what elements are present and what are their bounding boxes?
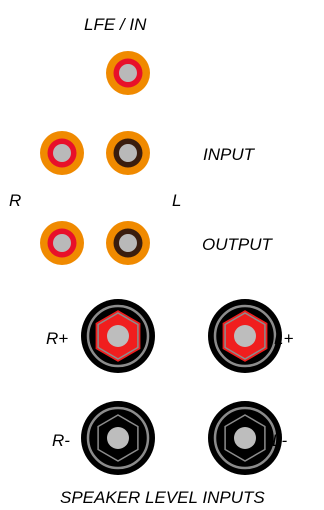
lfe-in-label: LFE / IN bbox=[84, 15, 147, 34]
binding-post-ring bbox=[213, 304, 277, 368]
output-r-jack[interactable] bbox=[40, 221, 84, 265]
output-label: OUTPUT bbox=[202, 235, 272, 254]
binding-post-ring bbox=[86, 406, 150, 470]
speaker-l-minus[interactable] bbox=[208, 401, 282, 475]
binding-post-center bbox=[107, 325, 129, 347]
input-r-jack[interactable] bbox=[40, 131, 84, 175]
binding-post-hex-outline bbox=[97, 414, 139, 462]
r-channel-label: R bbox=[9, 191, 22, 210]
speaker-r-minus[interactable] bbox=[81, 401, 155, 475]
speaker-r-plus[interactable] bbox=[81, 299, 155, 373]
binding-post-hex-outline bbox=[224, 414, 266, 462]
input-label: INPUT bbox=[203, 145, 254, 164]
rca-center-pin bbox=[119, 144, 137, 162]
binding-post-ring bbox=[213, 406, 277, 470]
binding-post-center bbox=[107, 427, 129, 449]
binding-post-ring bbox=[86, 304, 150, 368]
rca-center-pin bbox=[119, 64, 137, 82]
input-l-jack[interactable] bbox=[106, 131, 150, 175]
rca-center-pin bbox=[53, 144, 71, 162]
binding-post-hex-outline bbox=[224, 312, 266, 360]
r-plus-label: R+ bbox=[46, 329, 69, 348]
binding-post-hex-outline bbox=[97, 312, 139, 360]
l-plus-label: L+ bbox=[274, 329, 294, 348]
speaker-level-inputs-label: SPEAKER LEVEL INPUTS bbox=[60, 488, 265, 507]
r-minus-label: R- bbox=[52, 431, 70, 450]
l-minus-label: L- bbox=[272, 431, 288, 450]
l-channel-label: L bbox=[172, 191, 182, 210]
output-l-jack[interactable] bbox=[106, 221, 150, 265]
binding-post-center bbox=[234, 427, 256, 449]
rca-center-pin bbox=[119, 234, 137, 252]
binding-post-center bbox=[234, 325, 256, 347]
lfe-in-jack[interactable] bbox=[106, 51, 150, 95]
speaker-l-plus[interactable] bbox=[208, 299, 282, 373]
rca-center-pin bbox=[53, 234, 71, 252]
